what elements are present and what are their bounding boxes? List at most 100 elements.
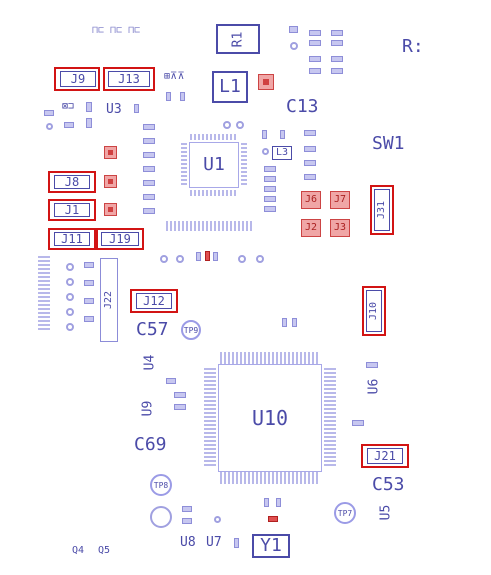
u1-pins-top — [190, 134, 238, 140]
component-l1[interactable]: L1 — [212, 71, 248, 103]
connector-j12[interactable]: J12 — [136, 293, 172, 309]
test-point-tp8-label: TP8 — [153, 480, 169, 490]
pad — [264, 176, 276, 182]
component-c53-label: C53 — [372, 474, 405, 495]
component-y1[interactable]: Y1 — [252, 534, 290, 558]
test-point-tp9-label: TP9 — [183, 325, 199, 335]
pad — [331, 30, 343, 36]
component-c13-label: C13 — [286, 96, 319, 117]
connector-j9[interactable]: J9 — [60, 71, 96, 87]
connector-j1[interactable]: J1 — [54, 203, 90, 217]
test-pad-red — [104, 203, 117, 216]
pad — [143, 138, 155, 144]
via — [256, 255, 264, 263]
via — [262, 148, 269, 155]
component-u5-text: U5 — [378, 504, 394, 521]
component-y1-label: Y1 — [260, 535, 282, 556]
component-u5-label: U5 — [378, 504, 394, 521]
pad — [143, 180, 155, 186]
component-r1[interactable]: R1 — [216, 24, 260, 54]
connector-j3[interactable]: J3 — [330, 219, 350, 237]
component-l3[interactable]: L3 — [272, 146, 292, 160]
connector-j6-label: J6 — [304, 194, 318, 205]
component-r-edge-label: R: — [402, 36, 424, 57]
pad — [86, 102, 92, 112]
connector-j8-label: J8 — [64, 175, 80, 189]
via — [66, 263, 74, 271]
connector-j11[interactable]: J11 — [54, 232, 90, 246]
connector-j31-highlight[interactable] — [370, 185, 394, 235]
connector-j21[interactable]: J21 — [367, 448, 403, 464]
pad — [86, 118, 92, 128]
pad — [282, 318, 287, 327]
component-l3-label: L3 — [275, 147, 289, 158]
pad — [309, 68, 321, 74]
pad — [84, 316, 94, 322]
component-u1[interactable]: U1 — [189, 142, 239, 188]
pad — [143, 208, 155, 214]
u10-pins-top — [220, 352, 320, 364]
pad — [44, 110, 54, 116]
pad — [331, 56, 343, 62]
pad — [304, 160, 316, 166]
component-sw1-label[interactable]: SW1 — [372, 133, 405, 154]
connector-j10[interactable]: J10 — [366, 290, 382, 332]
connector-j10-highlight[interactable] — [362, 286, 386, 336]
test-point-tp7[interactable]: TP7 — [334, 502, 356, 524]
connector-j19[interactable]: J19 — [101, 232, 139, 246]
test-point-tp7-label: TP7 — [337, 508, 353, 518]
pad — [143, 166, 155, 172]
pad — [166, 92, 171, 101]
test-pad-red — [104, 175, 117, 188]
pad — [366, 362, 378, 368]
pad — [331, 40, 343, 46]
via — [66, 308, 74, 316]
connector-j31[interactable]: J31 — [374, 189, 390, 231]
connector-j11-label: J11 — [61, 232, 83, 246]
test-point-tp8[interactable]: TP8 — [150, 474, 172, 496]
pad — [143, 152, 155, 158]
component-c57-label: C57 — [136, 319, 169, 340]
connector-j8-highlight[interactable] — [48, 171, 96, 193]
component-u6-text: U6 — [366, 378, 382, 395]
connector-j1-highlight[interactable] — [48, 199, 96, 221]
connector-j11-highlight[interactable] — [48, 228, 96, 250]
test-pad-red — [104, 146, 117, 159]
connector-j21-highlight[interactable] — [361, 444, 409, 468]
connector-j12-highlight[interactable] — [130, 289, 178, 313]
connector-j8[interactable]: J8 — [54, 175, 90, 189]
component-u10-label: U10 — [251, 406, 289, 430]
connector-j6[interactable]: J6 — [301, 191, 321, 209]
component-q5-partial: Q5 — [98, 545, 111, 556]
u1-pins-left — [181, 143, 187, 187]
via — [160, 255, 168, 263]
component-c69-label: C69 — [134, 434, 167, 455]
connector-j2[interactable]: J2 — [301, 219, 321, 237]
connector-j1-label: J1 — [64, 203, 80, 217]
connector-j13[interactable]: J13 — [108, 71, 150, 87]
connector-j31-label: J31 — [376, 200, 387, 220]
u1-pins-bottom — [190, 190, 238, 196]
pad — [289, 26, 298, 33]
component-u10[interactable]: U10 — [218, 364, 322, 472]
connector-j9-label: J9 — [70, 72, 86, 86]
connector-j10-label: J10 — [368, 301, 379, 321]
via — [66, 293, 74, 301]
pad — [309, 30, 321, 36]
pad — [174, 392, 186, 398]
connector-j22[interactable]: J22 — [100, 258, 118, 342]
test-point-tp9[interactable]: TP9 — [181, 320, 201, 340]
pad — [304, 130, 316, 136]
component-l1-label: L1 — [219, 76, 241, 97]
connector-j19-highlight[interactable] — [96, 228, 144, 250]
pad — [180, 92, 185, 101]
connector-j7-label: J7 — [333, 194, 347, 205]
connector-j22-label: J22 — [103, 290, 114, 310]
connector-j7[interactable]: J7 — [330, 191, 350, 209]
pad — [234, 538, 239, 548]
connector-j9-highlight[interactable] — [54, 67, 100, 91]
connector-j13-highlight[interactable] — [103, 67, 155, 91]
via — [238, 255, 246, 263]
pad — [264, 186, 276, 192]
